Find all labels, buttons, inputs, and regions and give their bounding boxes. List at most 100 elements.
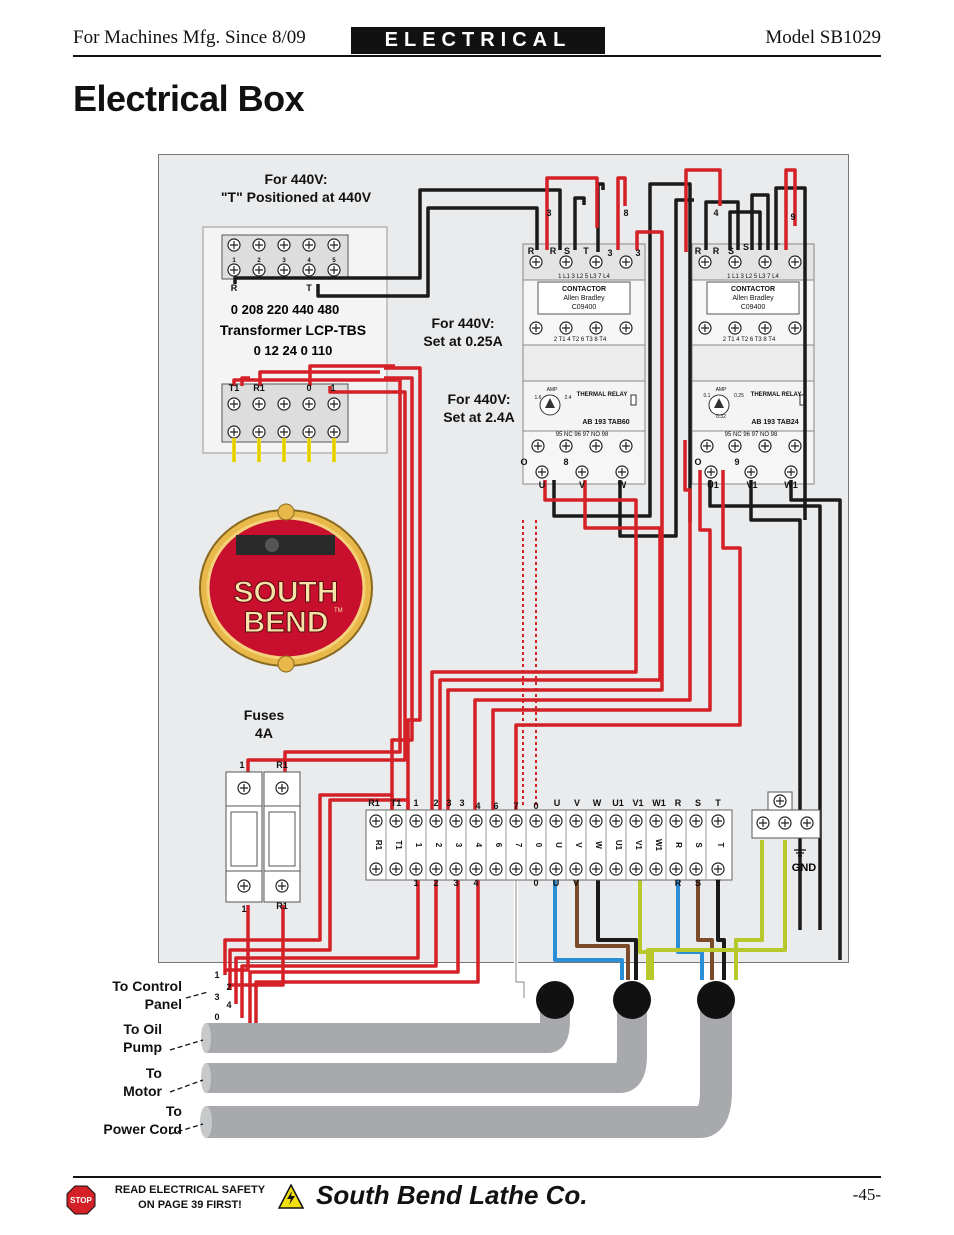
safety-line-1: READ ELECTRICAL SAFETY: [114, 1184, 266, 1196]
wire-harness: [223, 168, 842, 1042]
marker: V: [579, 480, 585, 490]
terminal-markers: R T 1 2 3 4 5 T1 R1 0 1 3 8 R R S T 3 3 …: [214, 208, 797, 1022]
block-label: T: [716, 843, 725, 848]
marker: W: [618, 480, 627, 490]
contactor-2-line-terminals: 1 L1 3 L2 5 L3 7 L4: [727, 274, 779, 280]
block-label: 7: [514, 843, 523, 848]
contactor-1-load-terminals: 2 T1 4 T2 6 T3 8 T4: [554, 337, 607, 343]
marker: T: [774, 242, 780, 252]
marker: T: [306, 283, 312, 293]
to-motor-label: To Motor: [123, 1065, 162, 1099]
marker: 9: [734, 457, 739, 467]
electrical-warning-icon: [278, 1184, 304, 1209]
marker: R: [231, 283, 238, 293]
relay-2-scale-high: 0.25: [734, 393, 744, 399]
block-label: R: [674, 842, 683, 848]
block-label: 1: [414, 843, 423, 848]
header-machines-text: For Machines Mfg. Since 8/09: [73, 27, 306, 48]
marker: R1: [253, 383, 265, 393]
marker: 3: [459, 798, 464, 808]
block-label: U: [554, 842, 563, 848]
header-rule: [73, 55, 881, 57]
marker: T: [757, 242, 763, 252]
relay-2-part: AB 193 TAB24: [751, 419, 798, 426]
marker: 1: [413, 878, 418, 888]
marker: R: [675, 878, 682, 888]
relay-1-title: THERMAL RELAY: [577, 392, 628, 398]
marker: V1: [632, 798, 643, 808]
fuse-holders: [225, 771, 301, 903]
transformer-secondary-taps: 0 12 24 0 110: [254, 343, 333, 358]
marker: 3: [214, 992, 219, 1002]
contactor-labels: 1 L1 3 L2 5 L3 7 L4 CONTACTOR Allen Brad…: [535, 274, 802, 438]
block-label: V: [574, 842, 583, 848]
safety-line-2: ON PAGE 39 FIRST!: [138, 1199, 242, 1211]
model-number: Model SB1029: [765, 27, 881, 48]
marker: 1: [413, 798, 418, 808]
relay-1-scale-low: 1.6: [535, 395, 542, 401]
to-oil-pump-label: To Oil Pump: [123, 1021, 162, 1055]
marker: 3: [546, 208, 551, 218]
marker: 3: [446, 798, 451, 808]
marker: 0: [214, 1012, 219, 1022]
transformer-440v-callout: For 440V: "T" Positioned at 440V: [220, 171, 372, 205]
stop-text: STOP: [70, 1196, 92, 1205]
ground-block: [751, 791, 821, 857]
terminal-strip: R1 T1 1 2 3 4 6 7 0 U V W U1 V1 W1 R S T: [365, 809, 733, 881]
block-label: R1: [374, 840, 383, 851]
marker: T1: [229, 383, 240, 393]
marker: U: [539, 480, 546, 490]
marker: 2: [226, 982, 231, 992]
relay-1-setting-callout: For 440V: Set at 0.25A: [423, 315, 503, 349]
marker: 3: [635, 248, 640, 258]
relay-1-contacts: 95 NC 96 97 NO 98: [556, 432, 609, 438]
marker: 8: [623, 208, 628, 218]
marker: R: [528, 246, 535, 256]
marker: V1: [746, 480, 757, 490]
relay-2-setting-callout: For 440V: Set at 2.4A: [443, 391, 515, 425]
logo-text-bend: BEND: [243, 606, 328, 639]
block-label: V1: [634, 840, 643, 850]
marker: 1: [214, 970, 219, 980]
marker: S: [695, 798, 701, 808]
marker: 4: [713, 208, 718, 218]
marker: S: [695, 878, 701, 888]
marker: 4: [475, 801, 480, 811]
marker: S: [743, 242, 749, 252]
marker: V: [573, 878, 579, 888]
marker: 0: [533, 801, 538, 811]
brand-name: South Bend Lathe Co.: [316, 1180, 588, 1210]
marker: U1: [707, 480, 719, 490]
block-label: 3: [454, 843, 463, 848]
contactor-2: [691, 243, 815, 485]
relay-1-part: AB 193 TAB60: [582, 419, 629, 426]
relay-2-title: THERMAL RELAY: [751, 392, 802, 398]
section-label: ELECTRICAL: [351, 27, 605, 54]
relay-2-contacts: 95 NC 96 97 NO 98: [725, 432, 778, 438]
marker: O: [520, 457, 527, 467]
marker: R1: [276, 901, 288, 911]
page-number: -45-: [852, 1185, 881, 1204]
marker: 5: [332, 258, 336, 264]
marker: U: [553, 878, 560, 888]
logo-text-south: SOUTH: [234, 576, 339, 609]
logo-tm: TM: [334, 608, 343, 614]
marker: 1: [239, 760, 244, 770]
marker: W: [593, 798, 602, 808]
relay-1-scale-high: 2.4: [565, 395, 572, 401]
marker: 0: [533, 878, 538, 888]
safety-notice: READ ELECTRICAL SAFETY ON PAGE 39 FIRST!: [100, 1183, 280, 1213]
marker: 2: [433, 878, 438, 888]
marker: U: [554, 798, 561, 808]
marker: T: [715, 878, 721, 888]
block-label: W: [594, 841, 603, 849]
south-bend-logo: [199, 503, 373, 673]
marker: R: [695, 246, 702, 256]
contactor-1-maker: Allen Bradley: [563, 295, 605, 302]
fuses-label: Fuses 4A: [243, 707, 285, 741]
transformer-primary-taps: 0 208 220 440 480: [231, 302, 339, 317]
marker: S: [728, 246, 734, 256]
marker: U1: [612, 798, 624, 808]
contactor-2-load-terminals: 2 T1 4 T2 6 T3 8 T4: [723, 337, 776, 343]
marker: R: [550, 246, 557, 256]
